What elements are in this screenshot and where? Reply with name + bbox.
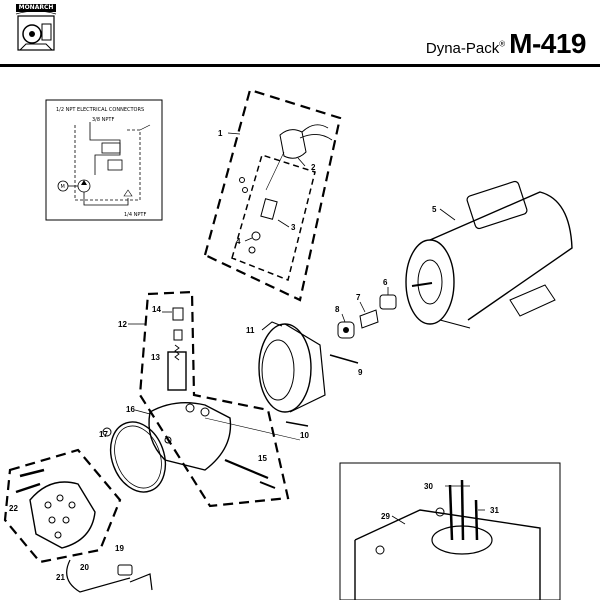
coupling-parts (329, 294, 397, 364)
callout-22: 22 (9, 504, 18, 513)
callout-8: 8 (335, 305, 340, 314)
schematic-label-connector: 1/2 NPT ELECTRICAL CONNECTORS (56, 107, 144, 113)
callout-2: 2 (311, 163, 316, 172)
end-cover-group (3, 448, 153, 593)
callout-19: 19 (115, 544, 124, 553)
callout-13: 13 (151, 353, 160, 362)
callout-7: 7 (356, 293, 361, 302)
registered-mark: ® (499, 39, 506, 49)
callout-6: 6 (383, 278, 388, 287)
callout-16: 16 (126, 405, 135, 414)
model-number: M-419 (509, 28, 586, 59)
callout-11: 11 (246, 326, 255, 335)
callout-9: 9 (358, 368, 363, 377)
logo-text: MONARCH (16, 4, 56, 12)
monarch-logo: MONARCH (12, 4, 60, 58)
motor-adapter (258, 321, 326, 427)
callout-15: 15 (258, 454, 267, 463)
gasket-ring (102, 421, 167, 493)
schematic-label-port-top: 3/8 NPTF (92, 117, 114, 123)
pump-body-group (138, 290, 301, 508)
leader-lines (128, 132, 485, 525)
callout-5: 5 (432, 205, 437, 214)
reservoir-tank (339, 462, 561, 600)
callout-17: 17 (99, 430, 108, 439)
electric-motor (405, 180, 573, 329)
motor-symbol-label: M (61, 184, 65, 190)
hydraulic-schematic: 1/2 NPT ELECTRICAL CONNECTORS 3/8 NPTF 1… (45, 99, 163, 221)
exploded-parts-diagram: 1/2 NPT ELECTRICAL CONNECTORS 3/8 NPTF 1… (3, 88, 573, 600)
page-header: MONARCH Dyna-Pack®M-419 (0, 0, 600, 64)
callout-21: 21 (56, 573, 65, 582)
brand-name: Dyna-Pack (425, 40, 500, 57)
logo-pump-icon (15, 10, 57, 51)
callout-14: 14 (152, 305, 161, 314)
callout-12: 12 (118, 320, 127, 329)
part-callouts: 1 2 3 4 5 6 7 8 9 10 11 12 13 14 15 16 1… (9, 129, 499, 582)
callout-29: 29 (381, 512, 390, 521)
callout-1: 1 (218, 129, 223, 138)
schematic-label-port-bottom: 1/4 NPTF (124, 212, 146, 218)
valve-assembly-group (203, 88, 342, 302)
callout-10: 10 (300, 431, 309, 440)
callout-30: 30 (424, 482, 433, 491)
page-title: Dyna-Pack®M-419 (425, 28, 587, 60)
header-rule (0, 64, 600, 67)
callout-20: 20 (80, 563, 89, 572)
callout-3: 3 (291, 223, 296, 232)
callout-4: 4 (236, 237, 241, 246)
callout-31: 31 (490, 506, 499, 515)
